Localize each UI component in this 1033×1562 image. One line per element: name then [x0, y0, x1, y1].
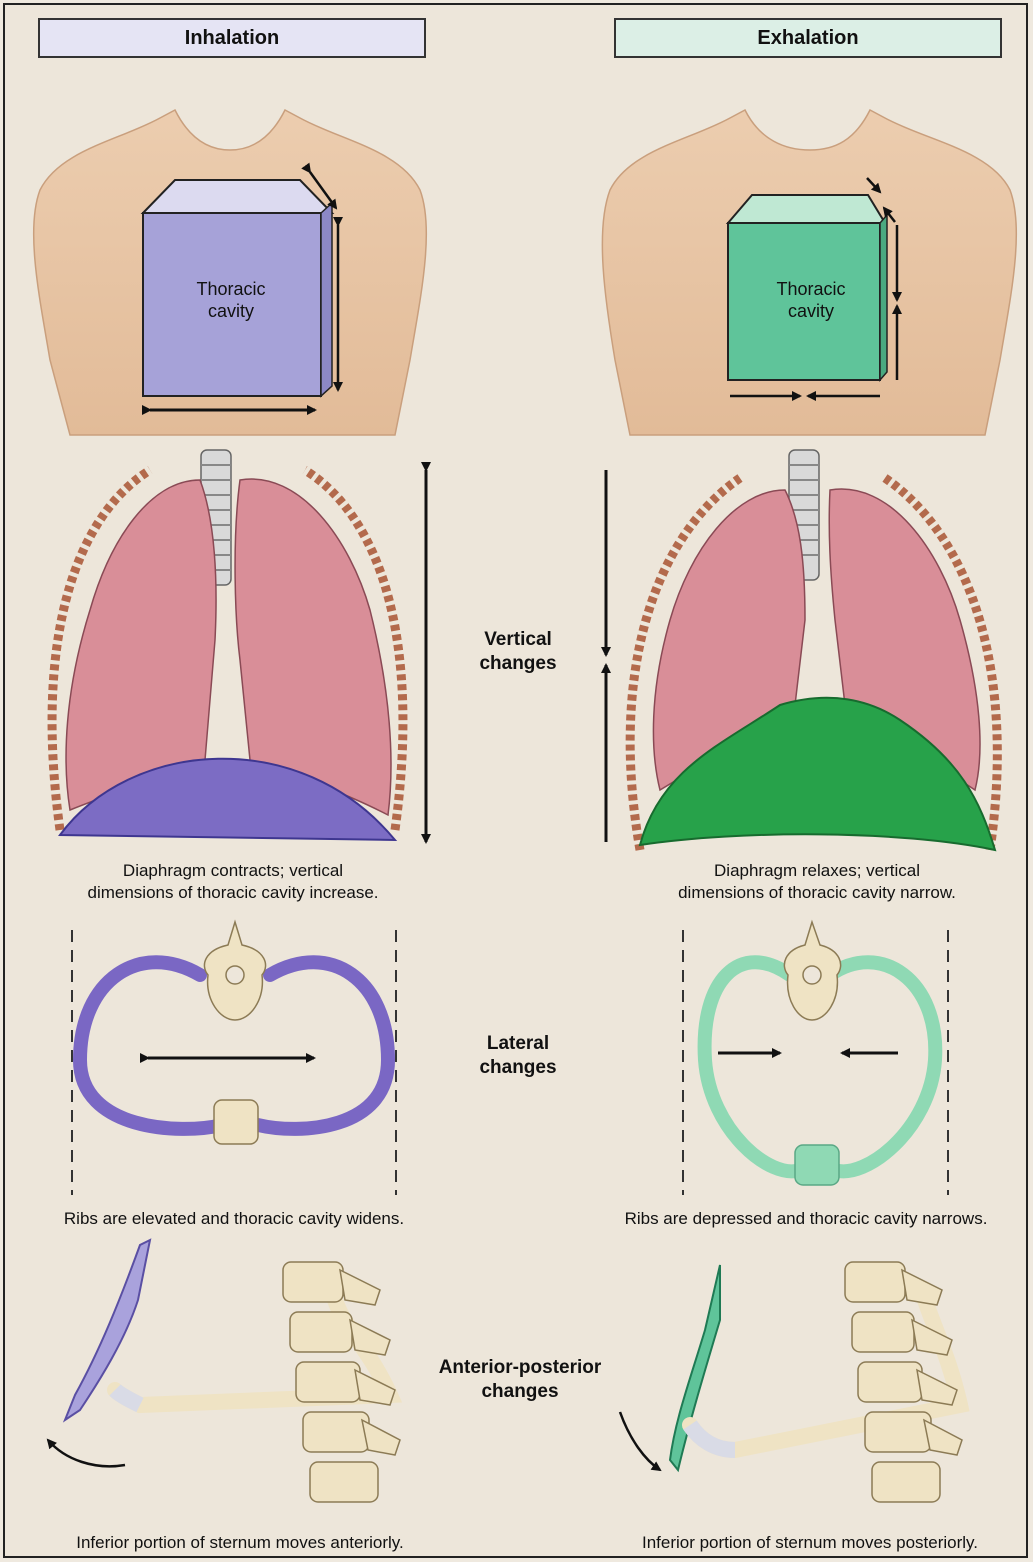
- exhalation-lateral-caption: Ribs are depressed and thoracic cavity n…: [586, 1208, 1026, 1230]
- exhalation-rib-cross-section: [683, 922, 948, 1195]
- vertical-changes-title: Vertical changes: [448, 628, 588, 676]
- exhalation-cube-label: Thoracic cavity: [752, 278, 870, 322]
- lateral-title-line2: changes: [448, 1056, 588, 1080]
- inhalation-lungs: [52, 450, 403, 840]
- inhalation-lateral-caption: Ribs are elevated and thoracic cavity wi…: [14, 1208, 454, 1230]
- exhalation-cube-label-line2: cavity: [752, 300, 870, 322]
- inhalation-vertical-caption-line2: dimensions of thoracic cavity increase.: [38, 882, 428, 904]
- vertical-title-line1: Vertical: [448, 628, 588, 652]
- exhalation-vertical-caption-line2: dimensions of thoracic cavity narrow.: [622, 882, 1012, 904]
- ap-title-line1: Anterior-posterior: [420, 1356, 620, 1380]
- inhalation-sternum-rib: [48, 1240, 400, 1502]
- inhalation-cube-label-line2: cavity: [172, 300, 290, 322]
- inhalation-cube-label: Thoracic cavity: [172, 278, 290, 322]
- vertical-title-line2: changes: [448, 652, 588, 676]
- exhalation-vertical-caption-line1: Diaphragm relaxes; vertical: [622, 860, 1012, 882]
- exhalation-sternum-rib: [620, 1262, 962, 1502]
- inhalation-ap-caption: Inferior portion of sternum moves anteri…: [20, 1532, 460, 1554]
- exhalation-lungs: [630, 450, 997, 850]
- exhalation-vertical-caption: Diaphragm relaxes; vertical dimensions o…: [622, 860, 1012, 904]
- inhalation-vertical-caption: Diaphragm contracts; vertical dimensions…: [38, 860, 428, 904]
- lateral-changes-title: Lateral changes: [448, 1032, 588, 1080]
- ap-title-line2: changes: [420, 1380, 620, 1404]
- inhalation-vertical-caption-line1: Diaphragm contracts; vertical: [38, 860, 428, 882]
- exhalation-ap-caption: Inferior portion of sternum moves poster…: [590, 1532, 1030, 1554]
- inhalation-cube-label-line1: Thoracic: [172, 278, 290, 300]
- lateral-title-line1: Lateral: [448, 1032, 588, 1056]
- exhalation-cube-label-line1: Thoracic: [752, 278, 870, 300]
- anterior-posterior-changes-title: Anterior-posterior changes: [420, 1356, 620, 1404]
